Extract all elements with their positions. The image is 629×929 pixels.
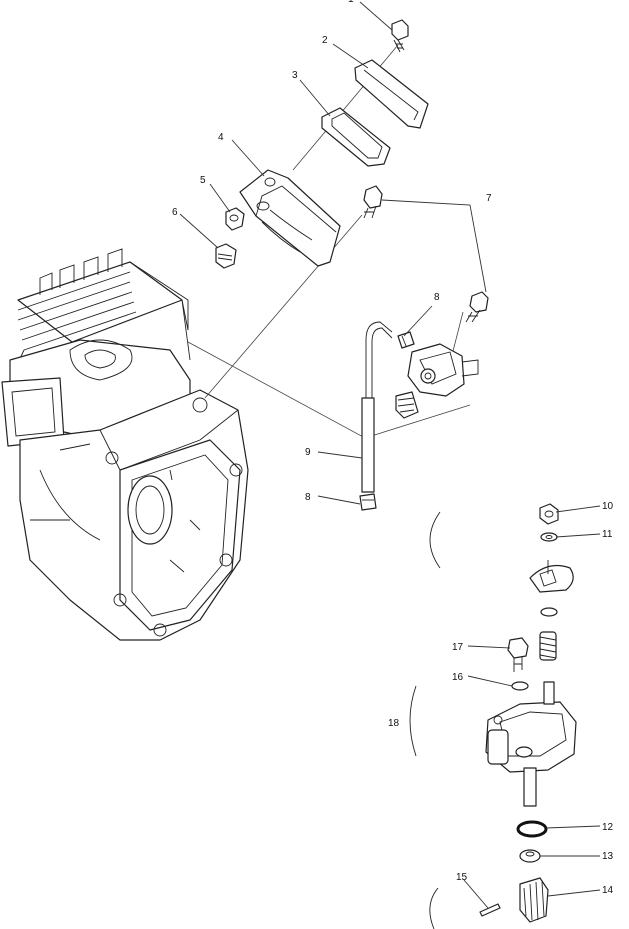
callout-8-upper: 8 [434,292,440,303]
part-1-screw [391,19,409,53]
callout-11: 11 [602,529,613,540]
part-9-oil-line-upper-wall [371,327,393,430]
part-9-oil-line [361,397,375,493]
part-3-gasket-inner [331,112,383,159]
part-8-clamp-lower [359,493,377,511]
callout-5: 5 [200,175,206,186]
part-3-gasket [321,107,391,167]
part-2-plate [354,59,429,129]
callout-7: 7 [486,193,492,204]
part-12-o-ring [516,820,548,838]
part-11-washer [540,532,558,542]
guide-cover-to-engine [204,214,363,399]
part-16-washer [511,681,529,691]
callout-13: 13 [602,851,614,862]
part-7-screw-upper [363,185,383,219]
callout-14: 14 [602,885,614,896]
callout-8-lower: 8 [305,492,311,503]
callout-16: 16 [452,672,464,683]
part-9-oil-line-upper [365,321,393,430]
guide-screw-to-pump [451,311,464,356]
part-7-screw-lower [465,291,489,323]
part-2-plate-edge [363,69,419,121]
leader-lines [179,1,601,909]
part-5-nut [225,207,245,231]
callout-17: 17 [452,642,464,653]
callout-9: 9 [305,447,311,458]
part-13-washer [519,849,541,863]
callout-4: 4 [218,132,224,143]
callout-10: 10 [602,501,614,512]
part-18-pump-assembly [485,681,577,807]
callout-1: 1 [348,0,354,5]
callout-12: 12 [602,822,614,833]
callout-labels: 1 2 3 4 5 6 7 8 9 8 10 11 17 16 18 12 13… [172,0,614,896]
callout-18: 18 [388,718,400,729]
callout-6: 6 [172,207,178,218]
part-6-fitting [215,243,237,269]
control-lever [529,560,574,593]
group-bracket-middle [409,685,417,757]
lever-washer [540,607,558,617]
part-4-cover [239,169,341,267]
part-17-screw [507,637,529,672]
group-bracket-upper [429,511,441,569]
oil-pump-body [395,343,479,419]
group-bracket-lower [429,887,439,929]
part-15-pin [479,903,501,917]
return-spring [539,631,557,661]
part-14-gear [519,877,549,923]
callout-3: 3 [292,70,298,81]
part-10-nut [539,503,559,525]
engine-block [1,248,249,641]
guide-screw-to-cover [292,44,399,171]
callout-2: 2 [322,35,328,46]
callout-15: 15 [456,872,468,883]
